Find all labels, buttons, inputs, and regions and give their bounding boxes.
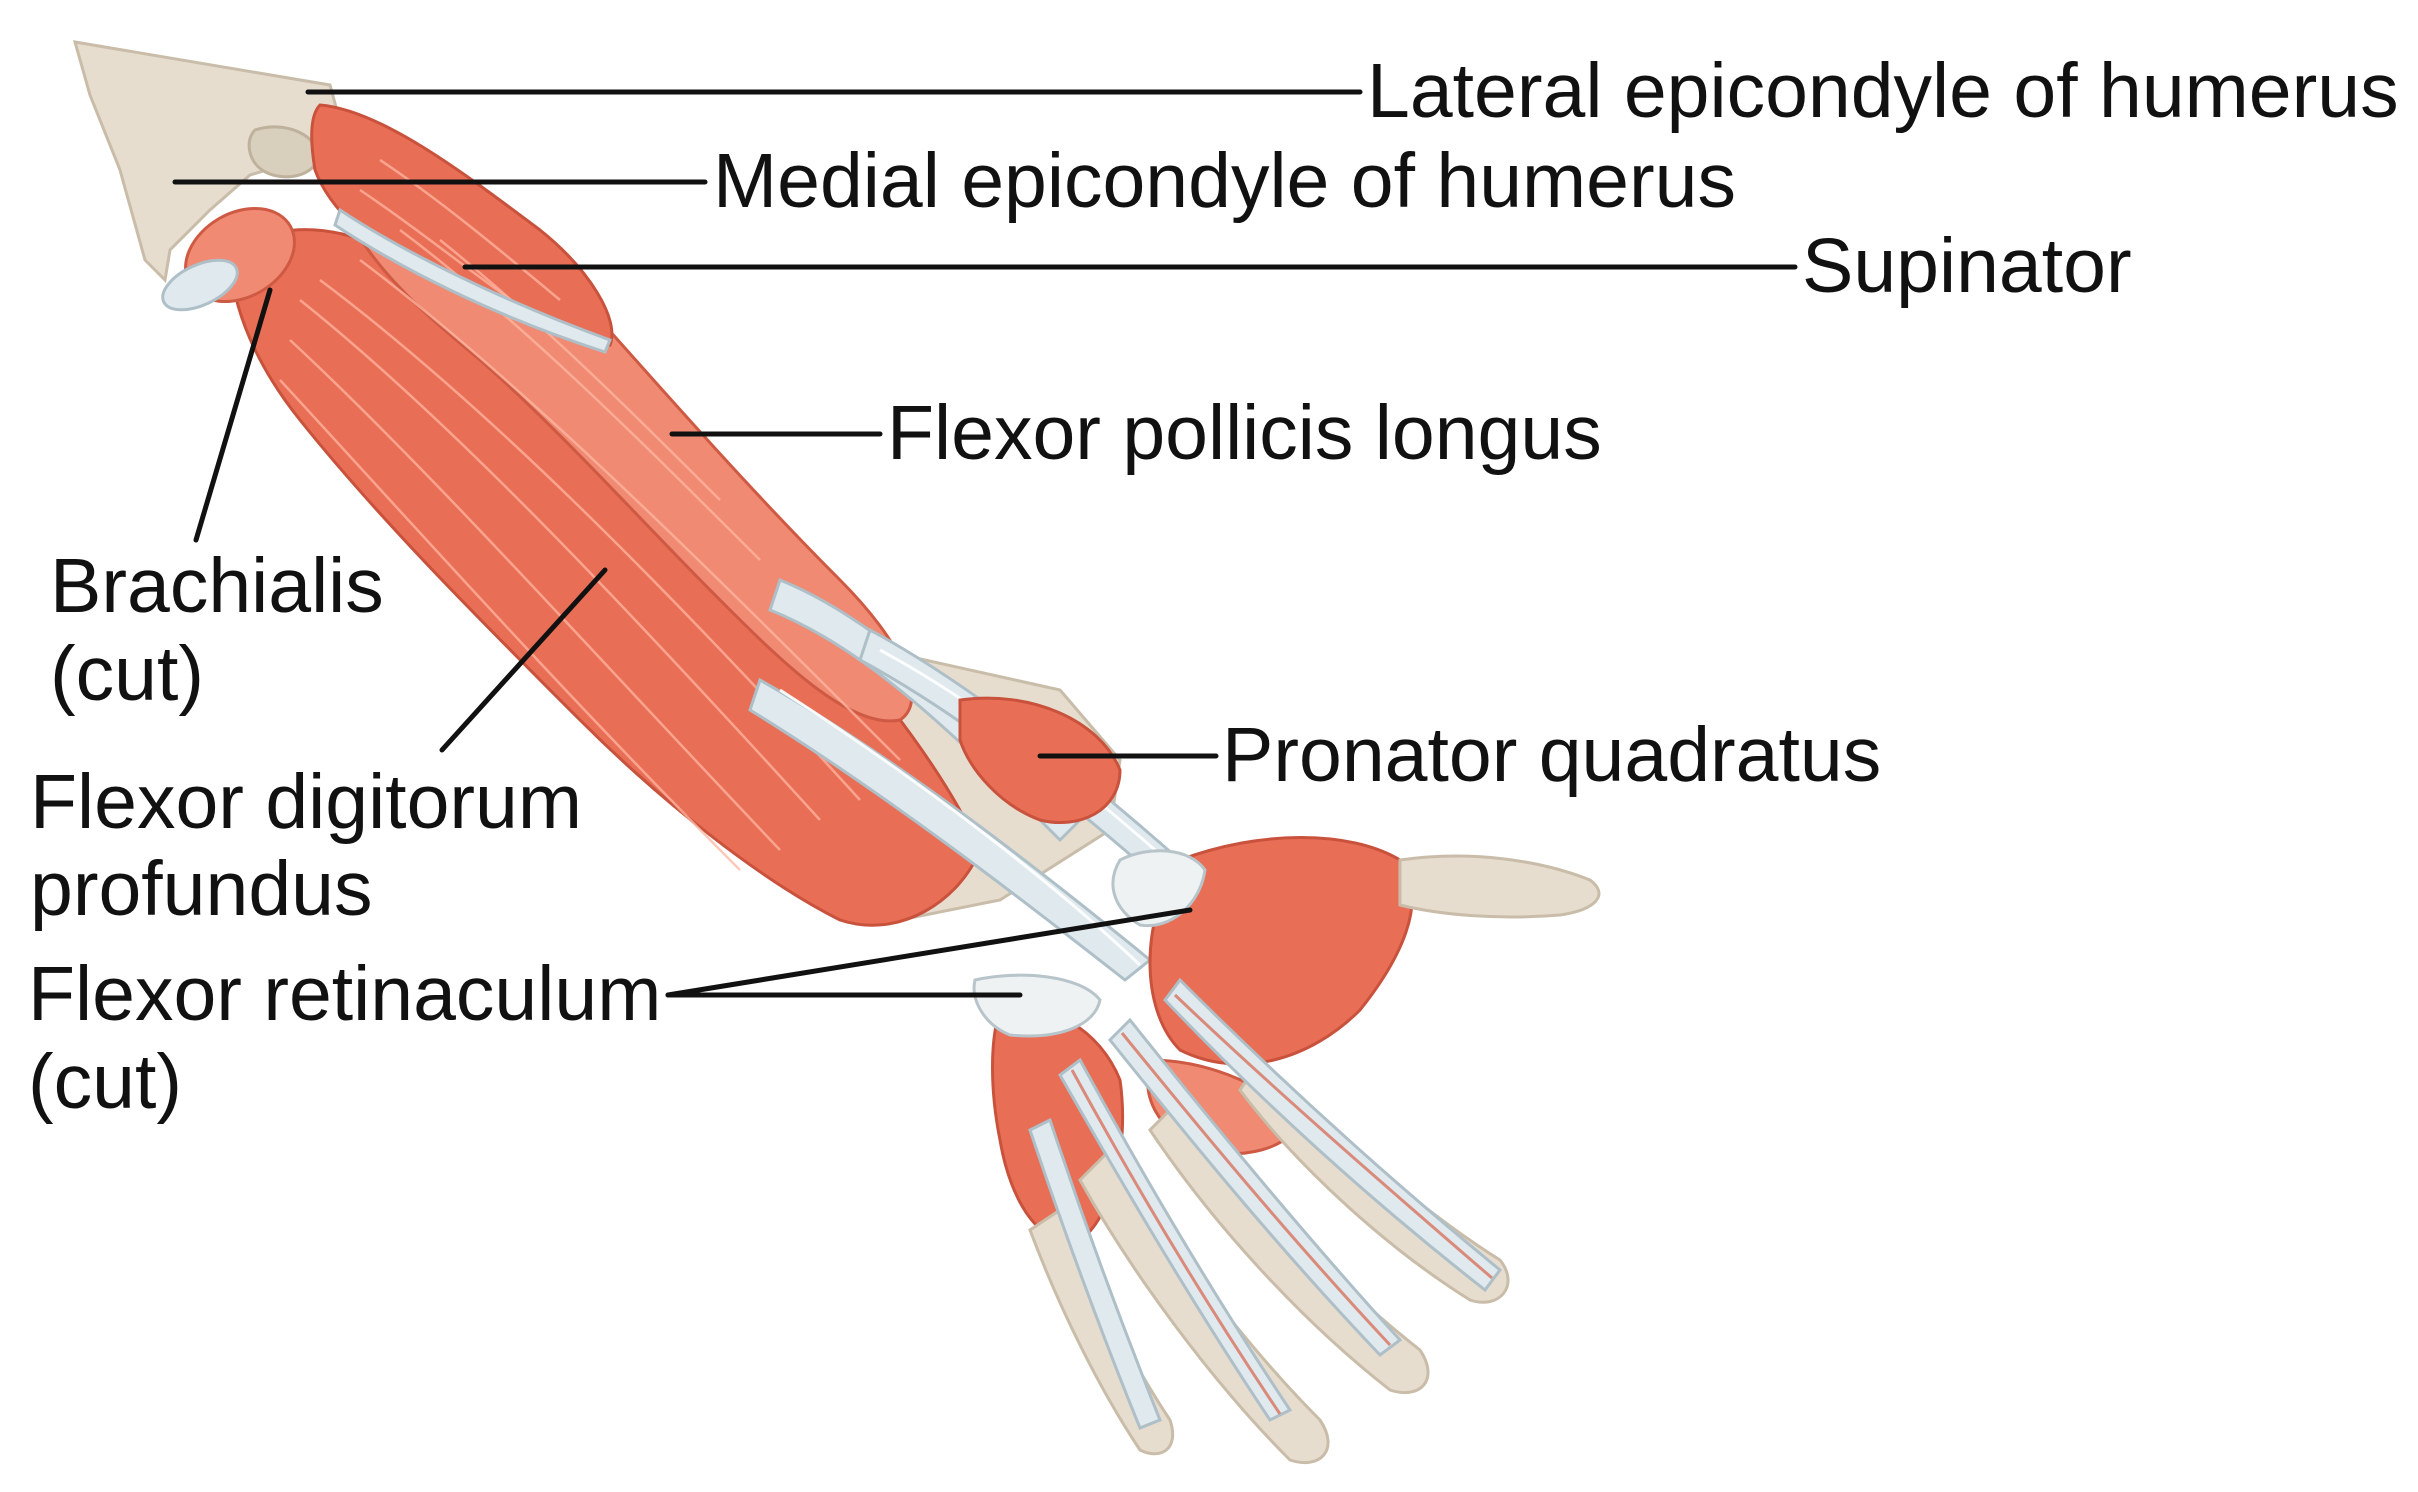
forearm-illustration (72, 40, 1601, 1465)
supinator-tendon (333, 207, 612, 354)
label-brachialis-line2: (cut) (50, 631, 204, 717)
label-brachialis-line1: Brachialis (50, 543, 384, 629)
label-fdp-line2: profundus (30, 846, 372, 932)
label-retinaculum-line1: Flexor retinaculum (28, 951, 661, 1037)
leader-flexor-digitorum-profundus (439, 567, 608, 753)
brachialis-cut-tendon (161, 258, 239, 312)
label-lateral-epicondyle: Lateral epicondyle of humerus (1367, 48, 2399, 134)
finger-tendons (1028, 977, 1503, 1430)
thumb-bone (1398, 854, 1601, 919)
label-supinator: Supinator (1802, 223, 2132, 309)
leader-lines (172, 89, 1798, 998)
thenar-muscle (1148, 836, 1414, 1066)
pronator-quadratus-muscle (958, 696, 1122, 825)
lateral-epicondyle-bone (247, 125, 320, 179)
label-medial-epicondyle: Medial epicondyle of humerus (713, 138, 1736, 224)
label-fdp-line1: Flexor digitorum (30, 759, 582, 845)
label-retinaculum-line2: (cut) (28, 1039, 182, 1125)
leader-flexor-retinaculum-a (665, 907, 1193, 998)
label-pronator-quadratus: Pronator quadratus (1222, 712, 1881, 798)
label-flexor-pollicis-longus: Flexor pollicis longus (887, 390, 1602, 476)
leader-brachialis (193, 287, 273, 543)
labels: Lateral epicondyle of humerus Medial epi… (28, 48, 2399, 1125)
flexor-retinaculum-distal (972, 973, 1102, 1038)
muscle-fibers (279, 158, 901, 871)
